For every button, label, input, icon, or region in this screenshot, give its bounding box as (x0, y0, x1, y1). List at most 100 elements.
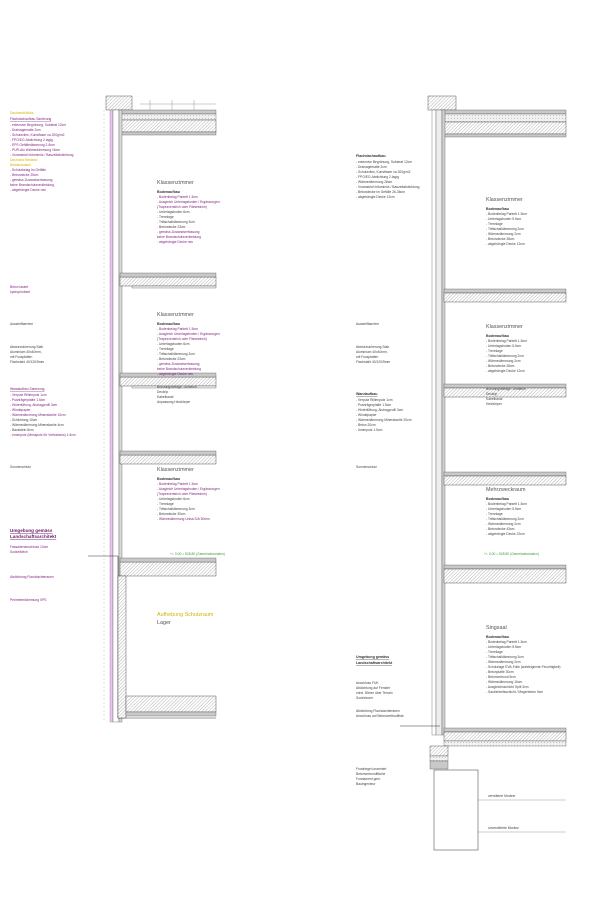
room-item: keine Brandschutzverkleidung (157, 367, 201, 371)
room-item: - abgehängte Decke neu (157, 240, 193, 244)
roof-item-1: - Drainagematte 2cm (10, 128, 41, 132)
r-room-item: - Betondecke 43cm (486, 527, 515, 531)
fassade-2: Sockelblech (10, 550, 28, 554)
wall-item-6: - Wärmedämmung Mineralwolle 4cm (10, 423, 64, 427)
bruest-item: Kabelkanal (157, 395, 174, 399)
roof-item2-4: - abgehängte Decke neu (10, 188, 46, 192)
room-title: Bodenaufbau (157, 322, 180, 326)
r-room-item: - Bodenbelag Parkett 1.5cm (486, 339, 527, 343)
room-item: - gemäss Zustandserfassung (157, 362, 200, 366)
sonnenschutz-label: Sonnenschutz (10, 465, 31, 469)
level-marker: +/- 0.00 = 528.80 (Gemeindeschalen) (170, 552, 225, 556)
left-roof (105, 95, 217, 136)
r-room-item: - Betondecke 28cm (486, 364, 515, 368)
r-room-item: - Unterlagsboden 5.5cm (486, 344, 521, 348)
room-item: - Bodenbelag Parkett 1.5cm (157, 482, 198, 486)
right-room-4: Singsaal Bodenaufbau - Bodenbelag Parket… (486, 625, 561, 694)
r-room-title: Bodenaufbau (486, 207, 509, 211)
r-room-item: - Sauberkeitsschicht / Magerbeton 5cm (486, 690, 543, 694)
r-room-item: - Wärmedämmung 2cm (486, 522, 521, 526)
left-basement-slab (125, 695, 217, 717)
r-bruest-item: Deckrip (486, 392, 497, 396)
room-item: - Ausgleich Unterlagsboden / Ergänzungen (157, 332, 220, 336)
bruest-item: Brüstungsbeläge, Linoleum (157, 385, 197, 389)
room-item: (Trapezverstrich oder Fliesestrich) (157, 337, 207, 341)
r-bruest-item: Heizkörper (486, 402, 503, 406)
beton-label-2: hydrophobiert (10, 290, 30, 294)
schutzraum-1: Aufhebung Schutzraum (157, 612, 214, 618)
roof-yellow-0: Dachrand Bestand (10, 158, 37, 162)
roof-item-0: - extensive Begrünung, Substrat 12cm (10, 123, 66, 127)
roof-item-6: - Voranstrich bituminös / Bauzeitabdicht… (10, 153, 74, 157)
r-room-name: Klassenzimmer (486, 324, 523, 330)
r-roof-item: - Voranstrich bituminös / Bauzeitabdicht… (356, 185, 420, 189)
right-room-2: Klassenzimmer Bodenaufbau - Bodenbelag P… (486, 324, 527, 373)
room-name: Klassenzimmer (157, 312, 194, 318)
right-wall (431, 109, 446, 736)
r-room-item: - Unterlagsboden 5.5cm (486, 507, 521, 511)
r-room-item: - abgehängte Decke 12cm (486, 369, 525, 373)
r-roof-title: Flachdachaufbau (356, 154, 386, 158)
r-roof-item: - Drainagematte 2cm (356, 165, 387, 169)
r-wall-title: Wandaufbau (356, 392, 377, 396)
left-slab-3 (119, 450, 217, 465)
r-bruest-item: Kabelkanal (486, 397, 503, 401)
r-absturz-4: Flachstahl 40/120/5mm (356, 360, 391, 364)
room-item: - Unterlagsboden 6cm (157, 497, 190, 501)
roof-item-5: - PUR-Alu Wärmedämmung 16cm (10, 148, 60, 152)
wall-item-7: - Backstein 8cm (10, 428, 34, 432)
left-room-1: Klassenzimmer Bodenaufbau - Bodenbelag P… (157, 180, 220, 244)
room-item: - Trittschalldämmung 3cm (157, 220, 195, 224)
wall-item-1: - Putzträgerplatte 1.5cm (10, 398, 45, 402)
r-room-item: - Trennlage (486, 650, 503, 654)
right-slab-4 (443, 564, 567, 584)
r-room-item: - Ausgleichsschicht Split 3cm (486, 685, 529, 689)
room-item: - Bodenbelag Parkett 1.5cm (157, 327, 198, 331)
absturz-4: Flachstahl 40/120/5mm (10, 360, 45, 364)
r-roof-item: - abgehängte Decke 12cm (356, 195, 395, 199)
room-item: - Unterlagsboden 6cm (157, 342, 190, 346)
room-title: Bodenaufbau (157, 190, 180, 194)
r-room-item: - Betondecke 28cm (486, 237, 515, 241)
right-slab-1 (443, 288, 567, 303)
bruest-item: Deckrip (157, 390, 168, 394)
r-room-item: - Trittschalldämmung 2cm (486, 517, 524, 521)
room-name: Klassenzimmer (157, 180, 194, 186)
right-room-3: Mehrzweckraum Bodenaufbau - Bodenbelag P… (486, 487, 527, 536)
r-room-item: - abgehängte Decke 22cm (486, 532, 525, 536)
aussteifung-label: Aussteifbarriere (10, 322, 33, 326)
room-item: - Bodenbelag Parkett 1.5cm (157, 195, 198, 199)
left-bruest-notes: Brüstungsbeläge, Linoleum Deckrip Kabelk… (157, 385, 197, 404)
right-slab-3 (443, 471, 567, 486)
roof-item-4: - EPS Gefälledämmung 2-8cm (10, 143, 55, 147)
room-item: - Trennlage (157, 347, 174, 351)
roof-title: Flachdachaufbau Sanierung (10, 117, 51, 121)
abdichtung-label: Abdichtung Flachdachteranen (10, 575, 54, 579)
room-item: - Trittschalldämmung 3cm (157, 352, 195, 356)
roof-title-alt: Dachrand/Attika (10, 111, 34, 115)
r-room-title: Bodenaufbau (486, 497, 509, 501)
room-item: - Ausgleich Unterlagsboden / Ergänzungen (157, 487, 220, 491)
roof-item2-1: - Betondecke 25cm (10, 173, 39, 177)
r-room-item: - Unterlagsboden 5.5cm (486, 645, 521, 649)
r-abdichtung-1: Abdichtung Flachdachteranen (356, 709, 400, 713)
left-room-3: Klassenzimmer Bodenaufbau - Bodenbelag P… (157, 467, 220, 521)
roof-item2-2: - gemäss Zustandserfassung (10, 178, 53, 182)
wall-item-4: - Wärmedämmung Mineralwolle 10cm (10, 413, 66, 417)
left-wall-notes: Wandaufbau Sanierung - Verputz Riillenpu… (10, 387, 76, 437)
r-anschluss-item: Sockelzone (356, 696, 373, 700)
left-slab-2 (119, 372, 217, 389)
r-aussteifung: Aussteifbarriere (356, 322, 379, 326)
wall-item-5: - Schichtung 10cm (10, 418, 38, 422)
r-room-item: - Unterlagsboden 5.5cm (486, 217, 521, 221)
right-section: Flachdachaufbau - extensive Begrünung, S… (356, 95, 567, 851)
right-foundation-notes: Frostriegel unarmiert Betonverbundfläche… (356, 767, 386, 786)
room-item: - gemäss Zustandserfassung (157, 230, 200, 234)
wall-item-0: - Verputz Riillenputz 1cm (10, 393, 47, 397)
r-found-item: Betonverbundfläche (356, 772, 385, 776)
r-roof-item: - Betondecke im Gefälle 26-36cm (356, 190, 405, 194)
left-slab-1 (119, 272, 217, 289)
r-roof-item: - FPO/EO-Abdichtung 2-lagig (356, 175, 399, 179)
r-room-item: - Trennlage (486, 222, 503, 226)
